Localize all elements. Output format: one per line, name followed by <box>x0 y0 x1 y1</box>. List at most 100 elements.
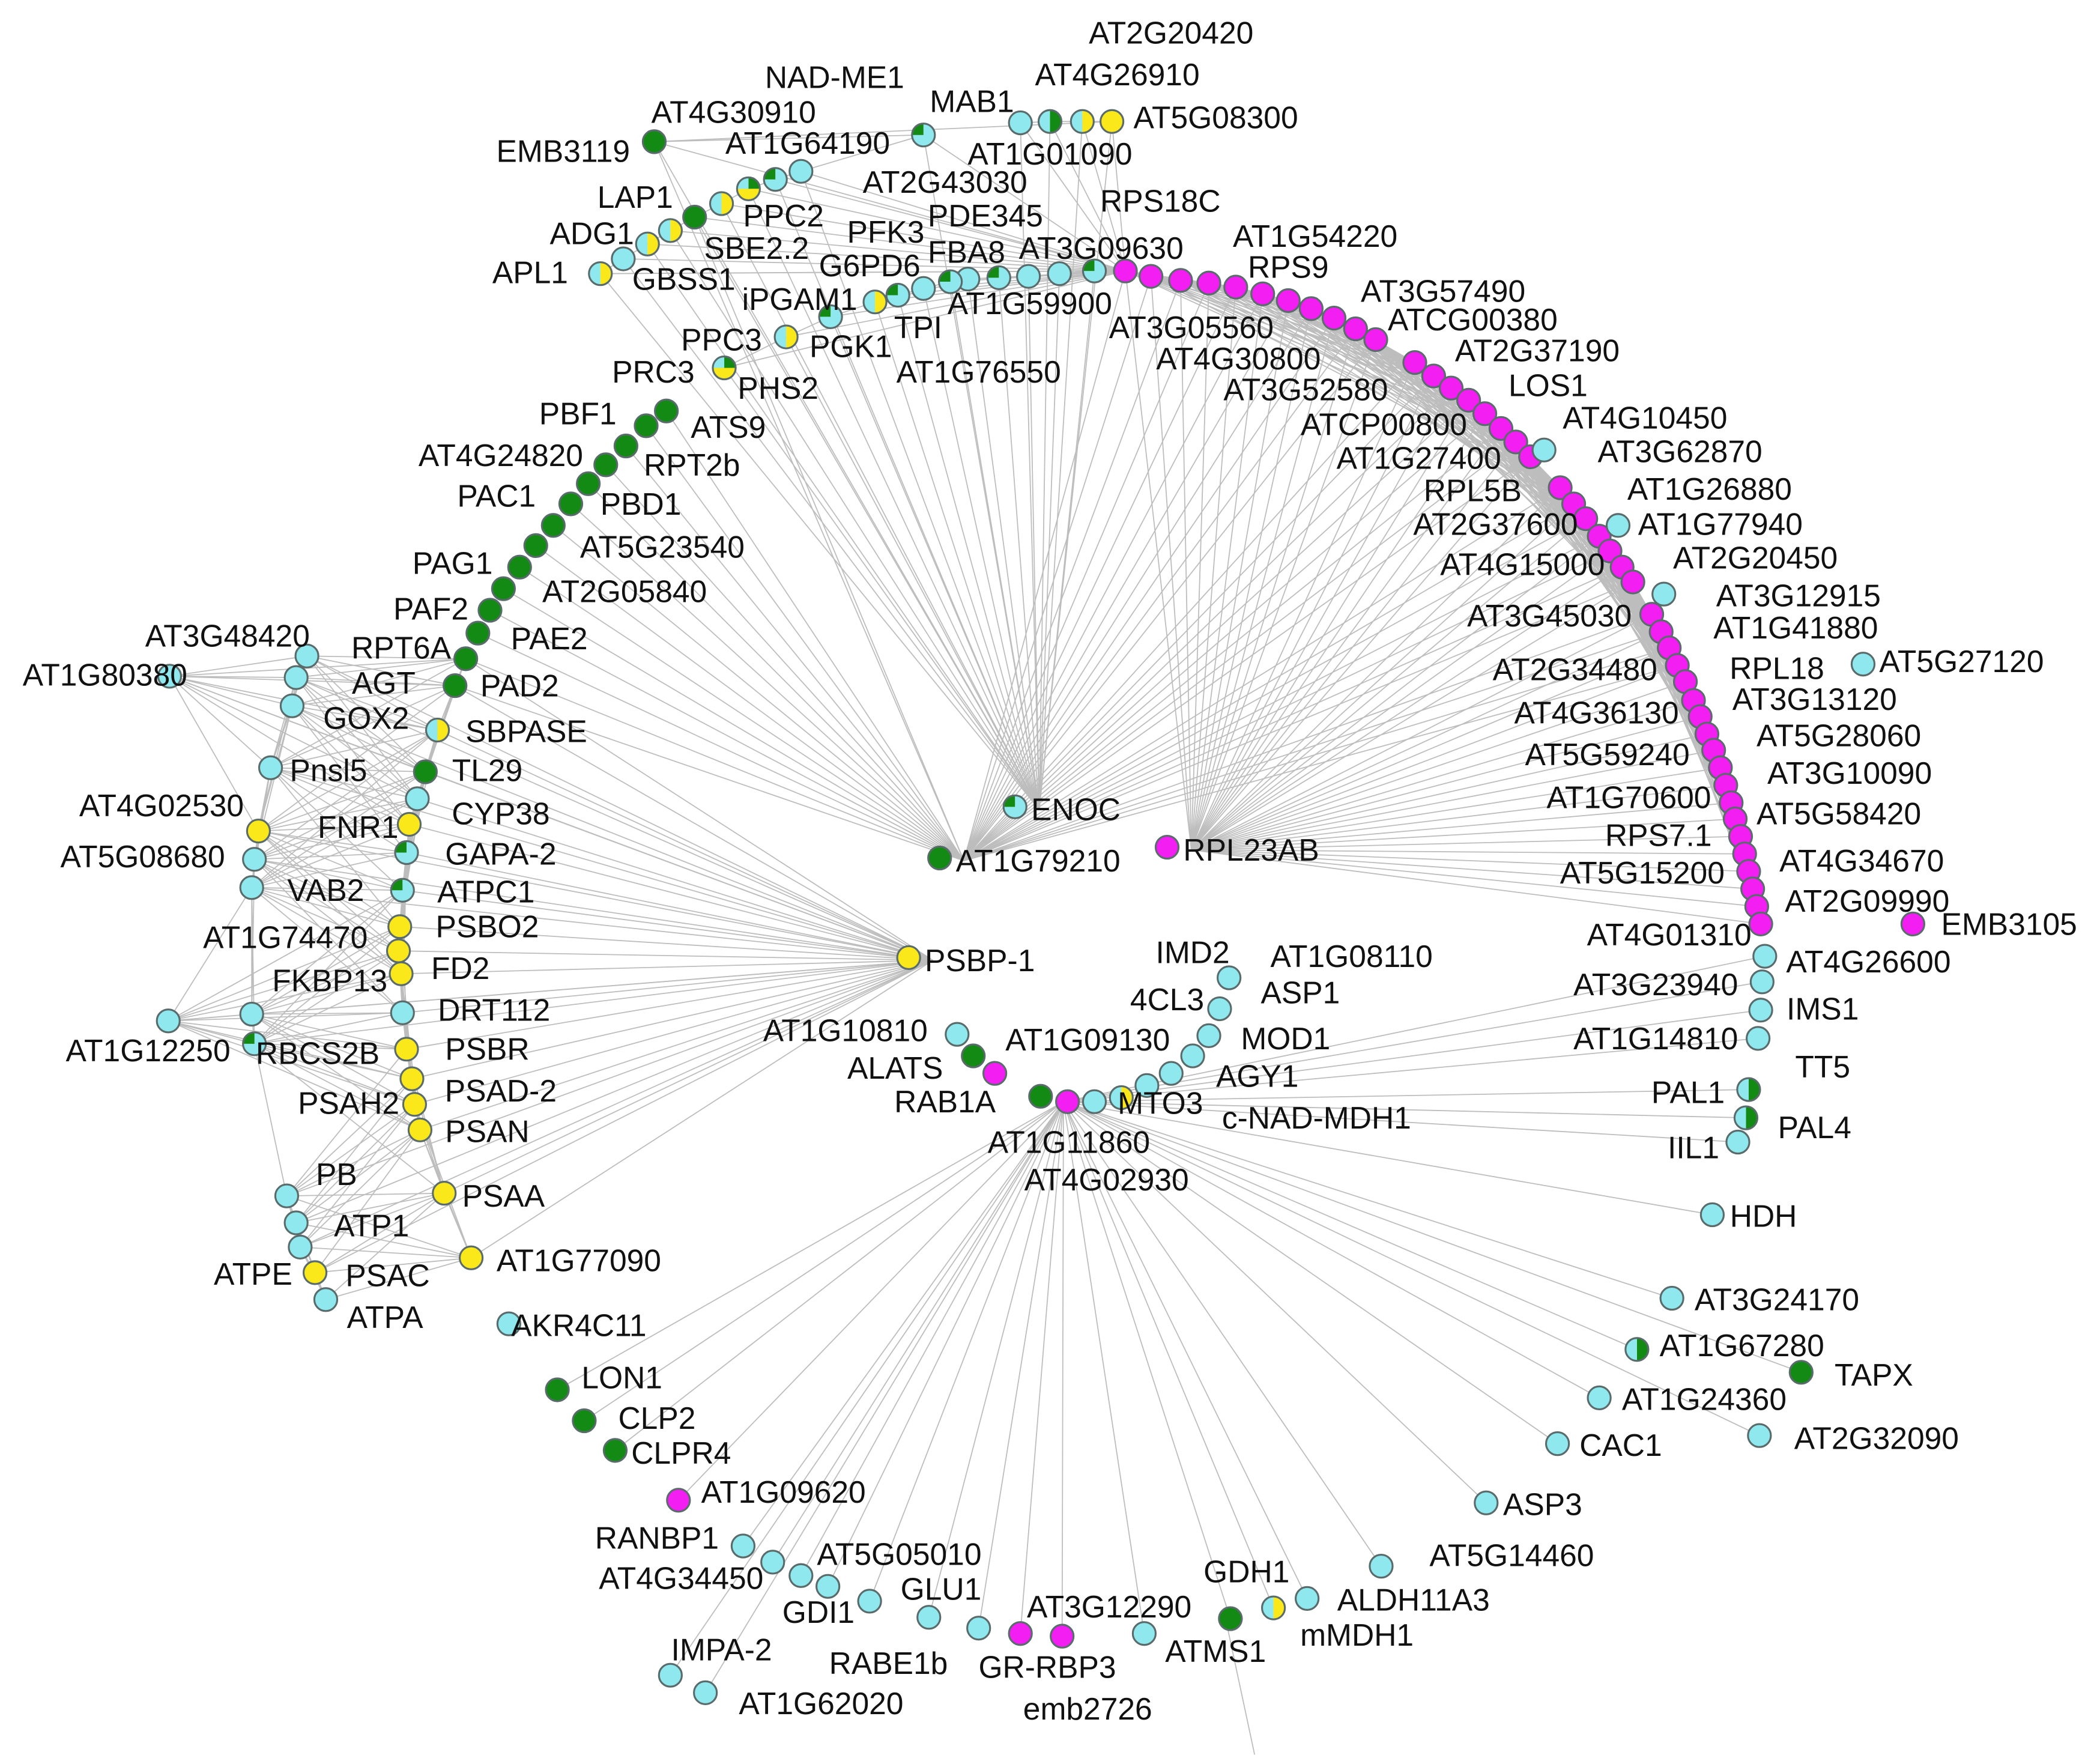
node-n-mto-c[interactable] <box>1055 1089 1080 1114</box>
node-agt[interactable] <box>283 665 309 690</box>
node-agy1[interactable] <box>1134 1073 1160 1098</box>
node-ribosomal[interactable] <box>1503 429 1528 455</box>
node-apl1[interactable] <box>588 261 613 286</box>
node-at1g77940[interactable] <box>1605 513 1631 538</box>
node-akr4c11[interactable] <box>496 1311 521 1336</box>
node-at1g80380[interactable] <box>157 664 183 689</box>
node-lon1[interactable] <box>545 1377 570 1402</box>
node-mmdh1[interactable] <box>1260 1595 1286 1620</box>
node-ribosomal[interactable] <box>1298 296 1324 321</box>
node-at3g09630[interactable] <box>1082 258 1107 283</box>
node-at3g23940[interactable] <box>1749 969 1775 995</box>
node-n-mod1-b[interactable] <box>1180 1043 1205 1068</box>
hub-node-rpl23ab[interactable] <box>1154 834 1180 860</box>
node-mto3[interactable] <box>1109 1085 1134 1111</box>
node-pbd1[interactable] <box>558 491 584 517</box>
node-aldh11a3[interactable] <box>1295 1586 1320 1611</box>
node-n-agy-a[interactable] <box>1158 1061 1184 1086</box>
node-ribosomal[interactable] <box>1748 911 1773 936</box>
node-n-fkbp[interactable] <box>239 1001 264 1027</box>
node-hdh[interactable] <box>1699 1202 1725 1228</box>
node-n-gdi-b[interactable] <box>815 1574 841 1599</box>
node-vab2[interactable] <box>239 875 264 900</box>
node-n-fd2[interactable] <box>386 938 411 963</box>
hub-node-psbp-1[interactable] <box>896 945 921 971</box>
node-at4g24820[interactable] <box>613 433 638 459</box>
node-ribosomal[interactable] <box>1275 288 1301 314</box>
node-ribosomal[interactable] <box>1363 327 1388 353</box>
node-pnsl5[interactable] <box>258 755 283 780</box>
node-at3g12915[interactable] <box>1651 581 1677 607</box>
node-pae2[interactable] <box>465 620 491 646</box>
node-ribosomal[interactable] <box>1168 268 1193 293</box>
node-n-gr1[interactable] <box>1008 1621 1033 1646</box>
node-at1g14810[interactable] <box>1745 1026 1771 1051</box>
node-n-gly-1[interactable] <box>1047 261 1072 286</box>
node-ribosomal[interactable] <box>1472 401 1498 426</box>
node-at1g08110[interactable] <box>1217 965 1242 990</box>
node-asp3[interactable] <box>1474 1490 1499 1515</box>
node-at5g05010[interactable] <box>760 1550 785 1575</box>
node-n-gly-6[interactable] <box>911 276 936 301</box>
node-rpt6a[interactable] <box>453 646 479 671</box>
node-ribosomal[interactable] <box>1250 281 1275 306</box>
node-at1g24360[interactable] <box>1587 1385 1612 1411</box>
node-clpr4[interactable] <box>602 1438 628 1463</box>
node-tpi[interactable] <box>818 304 843 329</box>
node-at1g67280[interactable] <box>1624 1337 1650 1362</box>
node-ipgam1[interactable] <box>862 289 888 315</box>
node-at1g74470[interactable] <box>387 914 413 939</box>
node-at1g64190[interactable] <box>788 159 814 184</box>
node-n-gr2[interactable] <box>1050 1623 1075 1649</box>
node-emb3119[interactable] <box>641 129 667 154</box>
node-paf2[interactable] <box>477 598 503 623</box>
node-ranbp1[interactable] <box>730 1533 756 1559</box>
node-at2g05840[interactable] <box>491 576 516 601</box>
node-at1g01090[interactable] <box>911 123 936 148</box>
node-ribosomal[interactable] <box>1139 264 1164 289</box>
node-ppc2[interactable] <box>682 204 707 230</box>
node-at4g26600[interactable] <box>1752 944 1778 969</box>
node-ribosomal[interactable] <box>1620 569 1645 595</box>
node-ribosomal[interactable] <box>1438 375 1464 401</box>
node-clp2[interactable] <box>572 1408 597 1434</box>
node-at2g43030[interactable] <box>763 167 788 192</box>
node-at1g62020[interactable] <box>693 1680 718 1705</box>
node-n-rab1[interactable] <box>982 1061 1008 1086</box>
node-at4g34450[interactable] <box>788 1563 814 1588</box>
node-ribosomal[interactable] <box>1343 316 1368 342</box>
node-sbe2-2[interactable] <box>635 231 660 256</box>
node-atms1[interactable] <box>1218 1606 1243 1631</box>
node-atp1[interactable] <box>283 1210 309 1235</box>
node-n-gly-3[interactable] <box>986 265 1011 290</box>
node-pac1[interactable] <box>575 471 601 496</box>
node-pal4[interactable] <box>1733 1105 1759 1130</box>
node-ribosomal[interactable] <box>1113 258 1138 283</box>
node-gdi1[interactable] <box>916 1605 942 1630</box>
node-atpc1[interactable] <box>390 877 415 903</box>
node-n-atp1-b[interactable] <box>288 1234 313 1259</box>
node-atpa[interactable] <box>313 1287 339 1312</box>
node-n-mab-c[interactable] <box>1070 109 1095 134</box>
node-tl29[interactable] <box>413 759 438 784</box>
node-n-pb[interactable] <box>274 1183 300 1208</box>
node-at5g08680[interactable] <box>242 847 267 872</box>
node-ribosomal[interactable] <box>1223 274 1248 300</box>
node-at1g10810[interactable] <box>945 1022 970 1047</box>
node-ribosomal[interactable] <box>1196 270 1221 296</box>
node-at5g08300[interactable] <box>1099 109 1125 134</box>
node-at5g23540[interactable] <box>540 513 566 538</box>
node-drt112[interactable] <box>390 1000 415 1025</box>
node-n-rabe[interactable] <box>966 1616 991 1641</box>
node-mod1[interactable] <box>1196 1023 1221 1049</box>
node-cyp38[interactable] <box>396 811 422 837</box>
node-psad-2[interactable] <box>399 1066 425 1091</box>
node-rab1a[interactable] <box>1028 1084 1053 1109</box>
node-psbr[interactable] <box>394 1037 419 1062</box>
node-pag1[interactable] <box>507 554 532 580</box>
node-ribosomal-cyan[interactable] <box>1531 437 1557 462</box>
node-n-gly-2[interactable] <box>1016 264 1041 289</box>
node-at1g12250[interactable] <box>156 1008 181 1034</box>
node-impa-2[interactable] <box>658 1663 683 1688</box>
node-alats[interactable] <box>961 1043 986 1068</box>
